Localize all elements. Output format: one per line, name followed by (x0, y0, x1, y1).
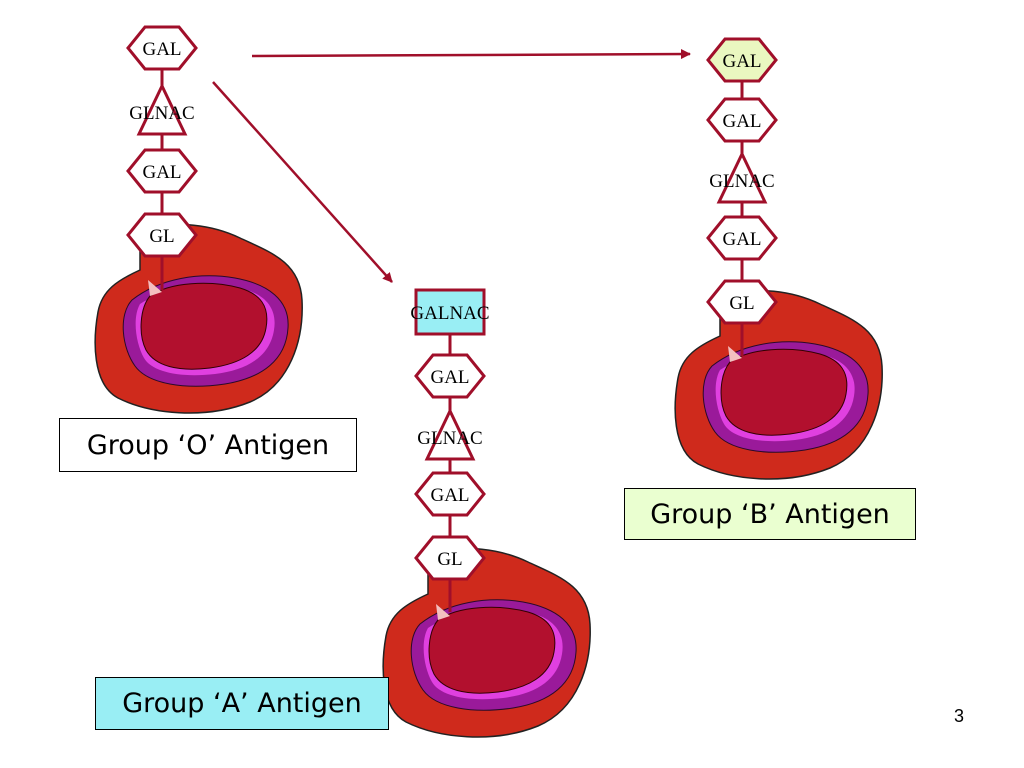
caption-group-o: Group ‘O’ Antigen (59, 418, 357, 472)
node-label: GALNAC (410, 303, 489, 324)
chain-node-gal: GAL (706, 97, 778, 143)
node-label: GLNAC (129, 103, 194, 124)
chain-group-o: GAL GLNAC GAL GL (126, 25, 198, 290)
chain-node-gal: GAL (126, 25, 198, 71)
node-triangle-shape (424, 407, 476, 461)
page-number: 3 (953, 706, 964, 726)
node-hexagon-shape (414, 471, 486, 517)
node-triangle-shape (136, 82, 188, 136)
node-square-shape (414, 288, 486, 336)
chain-node-gl: GL (706, 279, 778, 325)
chain-node-gal: GAL (414, 471, 486, 517)
chain-node-glnac: GLNAC (417, 407, 483, 461)
node-label: GAL (722, 111, 761, 132)
node-hexagon-shape (414, 535, 486, 581)
node-label: GAL (142, 39, 181, 60)
red-blood-cell-b (674, 289, 883, 480)
node-label: GAL (722, 51, 761, 72)
node-label: GL (149, 226, 174, 247)
chain-node-gal: GAL (706, 215, 778, 261)
caption-group-a: Group ‘A’ Antigen (95, 677, 389, 730)
node-hexagon-shape (706, 97, 778, 143)
node-hexagon-shape (126, 25, 198, 71)
arrow-o-to-a (212, 81, 393, 283)
red-blood-cell-a (382, 547, 591, 738)
chain-node-gl: GL (126, 212, 198, 258)
node-hexagon-shape (706, 215, 778, 261)
chain-node-gal: GAL (126, 148, 198, 194)
arrow-o-to-b (251, 49, 691, 60)
node-hexagon-shape (706, 279, 778, 325)
chain-node-gal: GAL (414, 353, 486, 399)
node-hexagon-shape (706, 37, 778, 83)
red-blood-cell-o (94, 223, 303, 414)
chain-group-b: GAL GAL GLNAC GAL GL (706, 37, 778, 356)
node-hexagon-shape (126, 148, 198, 194)
chain-node-gal: GAL (706, 37, 778, 83)
node-label: GLNAC (417, 428, 482, 449)
chain-group-a: GALNAC GAL GLNAC GAL GL (410, 288, 490, 612)
node-label: GL (729, 293, 754, 314)
node-label: GLNAC (709, 171, 774, 192)
chain-node-gl: GL (414, 535, 486, 581)
node-triangle-shape (716, 150, 768, 204)
chain-node-glnac: GLNAC (709, 150, 775, 204)
node-hexagon-shape (414, 353, 486, 399)
node-hexagon-shape (126, 212, 198, 258)
node-label: GAL (142, 162, 181, 183)
node-label: GAL (722, 229, 761, 250)
node-label: GAL (430, 485, 469, 506)
node-label: GAL (430, 367, 469, 388)
chain-node-galnac: GALNAC (410, 288, 490, 336)
chain-node-glnac: GLNAC (129, 82, 195, 136)
caption-group-b: Group ‘B’ Antigen (624, 488, 916, 540)
node-label: GL (437, 549, 462, 570)
